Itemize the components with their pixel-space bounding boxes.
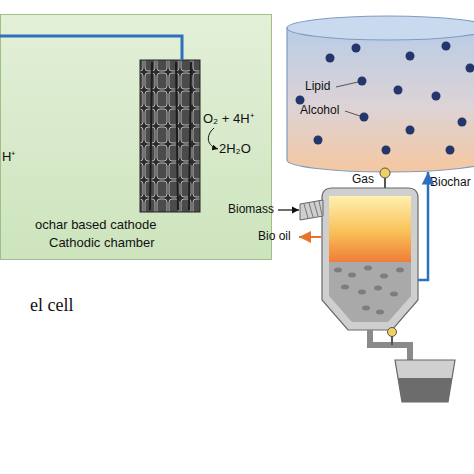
reaction-label: 2H₂O: [219, 142, 251, 156]
gas-gauge: [380, 168, 390, 178]
reaction-arrow: [208, 128, 218, 149]
leader-line: [345, 111, 360, 116]
leader-line: [336, 82, 358, 87]
bio-oil-arrow: [299, 237, 321, 238]
char-outlet: [388, 328, 397, 337]
reactor-vessel: [348, 273, 356, 278]
screw-feeder: [314, 202, 318, 216]
lipid-droplet: [326, 54, 335, 63]
biochar-cathode-texture: [150, 62, 152, 210]
reactor-vessel: [329, 262, 411, 322]
biochar-cathode-texture: [176, 62, 178, 210]
reactor-vessel: [322, 188, 418, 330]
input-label: Biomass: [228, 203, 274, 216]
lipid-droplet: [406, 52, 415, 61]
reaction-arrow: [208, 128, 218, 149]
reactor-vessel: [334, 266, 404, 315]
reactor-vessel: [358, 290, 366, 295]
biochar-cathode-texture: [140, 60, 200, 212]
node-text: Lipid: [305, 80, 330, 93]
screw-feeder: [309, 203, 313, 217]
bio-oil-arrow: [299, 236, 321, 238]
reaction-label: O₂ + 4H⁺: [203, 112, 254, 126]
gas-gauge: [380, 168, 390, 188]
node-text: Cathodic chamber: [49, 236, 155, 250]
node-text: Gas: [352, 173, 374, 186]
gas-gauge: [384, 178, 386, 188]
lipid-droplet: [314, 136, 323, 145]
biochar-cathode-texture: [140, 60, 200, 212]
biochar-cathode-texture: [150, 62, 191, 210]
screw-feeder: [300, 200, 323, 220]
reactor-vessel: [364, 266, 372, 271]
ion-label: H⁺: [2, 150, 15, 164]
reactor-vessel: [322, 188, 418, 330]
tank-body: [287, 16, 474, 40]
pyrolysis-reactor: Gas: [322, 188, 418, 300]
lipid-droplet: [296, 42, 474, 155]
lipid-droplet: [394, 86, 403, 95]
reactor-vessel: [334, 268, 342, 273]
tank-body: [287, 16, 474, 172]
lipid-droplet: [432, 92, 441, 101]
lipid-droplet: [458, 118, 467, 127]
lipid-droplet: [360, 113, 369, 122]
biochar-cathode-texture: [189, 62, 191, 210]
reactor-vessel: [341, 285, 349, 290]
screw-feeder: [304, 204, 308, 218]
external-wire: [0, 36, 182, 60]
reactor-vessel: [396, 268, 404, 273]
char-outlet: [370, 328, 455, 403]
edge-label: Biochar: [430, 176, 471, 189]
char-outlet: [398, 378, 452, 402]
lipid-droplet: [382, 146, 391, 155]
reactor-vessel: [380, 274, 388, 279]
lipid-droplet: [358, 77, 367, 86]
lipid-droplet: [406, 126, 415, 135]
node-text: Alcohol: [300, 104, 339, 117]
leader-line: [336, 82, 360, 116]
lipid-droplet: [466, 64, 474, 73]
storage-tank: LipidAlcohol: [287, 16, 474, 172]
tank-body: [287, 28, 474, 172]
screw-feeder: [304, 201, 322, 218]
lipid-droplet: [446, 146, 455, 155]
caption-fragment: el cell: [30, 296, 73, 316]
reactor-vessel: [376, 310, 384, 315]
cathode-electrode: ochar based cathode: [140, 60, 200, 212]
screw-feeder: [300, 200, 323, 220]
external-wire: [0, 36, 182, 60]
chamber-box: Cathodic chamber ochar based cathode: [0, 14, 272, 260]
drawing-part: [418, 172, 428, 280]
screw-feeder: [319, 201, 322, 215]
feed-arrow: [278, 209, 299, 210]
reactor-vessel: [362, 306, 370, 311]
lipid-droplet: [352, 44, 361, 53]
lipid-droplet: [442, 42, 451, 51]
biochar-flow: [418, 172, 428, 280]
reactor-vessel: [374, 286, 382, 291]
char-outlet: [395, 360, 455, 402]
node-text: ochar based cathode: [35, 218, 156, 232]
feed-arrow: [278, 210, 299, 211]
output-label: Bio oil: [258, 230, 291, 243]
reactor-vessel: [390, 292, 398, 297]
char-outlet: [391, 336, 393, 345]
